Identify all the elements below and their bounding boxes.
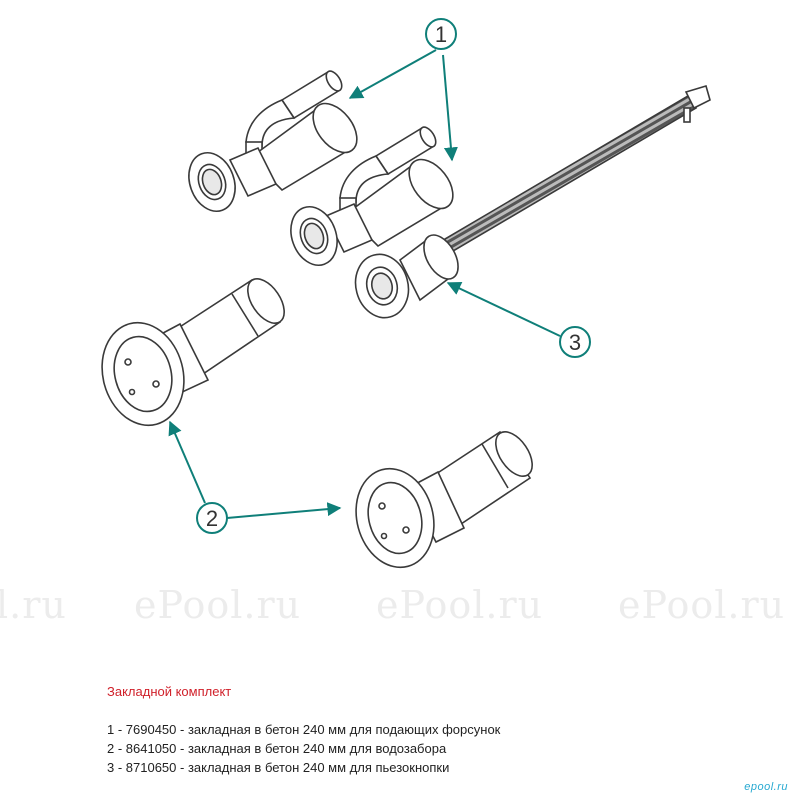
legend-list: 1 - 7690450 - закладная в бетон 240 мм д… — [107, 720, 500, 777]
callout-2-label: 2 — [206, 506, 218, 531]
site-logo: epool.ru — [744, 781, 788, 793]
watermark-text: l.ru — [0, 583, 67, 627]
watermark-text: ePool.ru — [376, 583, 544, 627]
callout-3-label: 3 — [569, 330, 581, 355]
callout-3: 3 — [446, 282, 591, 358]
callout-1-label: 1 — [435, 22, 447, 47]
nozzle-embed-part-b — [290, 126, 454, 266]
water-intake-embed-part-a — [101, 278, 285, 427]
embedded-parts-drawing: 1 2 3 — [101, 18, 711, 569]
legend-title: Закладной комплект — [107, 684, 232, 699]
watermark-text: ePool.ru — [618, 583, 786, 627]
piezo-button-embed-part — [354, 85, 711, 319]
watermark-row: l.ru ePool.ru ePool.ru ePool.ru — [0, 583, 800, 633]
callout-1: 1 — [348, 18, 458, 162]
legend-item: 1 - 7690450 - закладная в бетон 240 мм д… — [107, 722, 501, 737]
nozzle-embed-part-a — [188, 70, 358, 212]
legend-item: 3 - 8710650 - закладная в бетон 240 мм д… — [107, 760, 450, 775]
watermark-text: ePool.ru — [134, 583, 302, 627]
legend-item: 2 - 8641050 - закладная в бетон 240 мм д… — [107, 741, 447, 756]
callout-2: 2 — [168, 420, 342, 534]
water-intake-embed-part-b — [355, 430, 533, 569]
